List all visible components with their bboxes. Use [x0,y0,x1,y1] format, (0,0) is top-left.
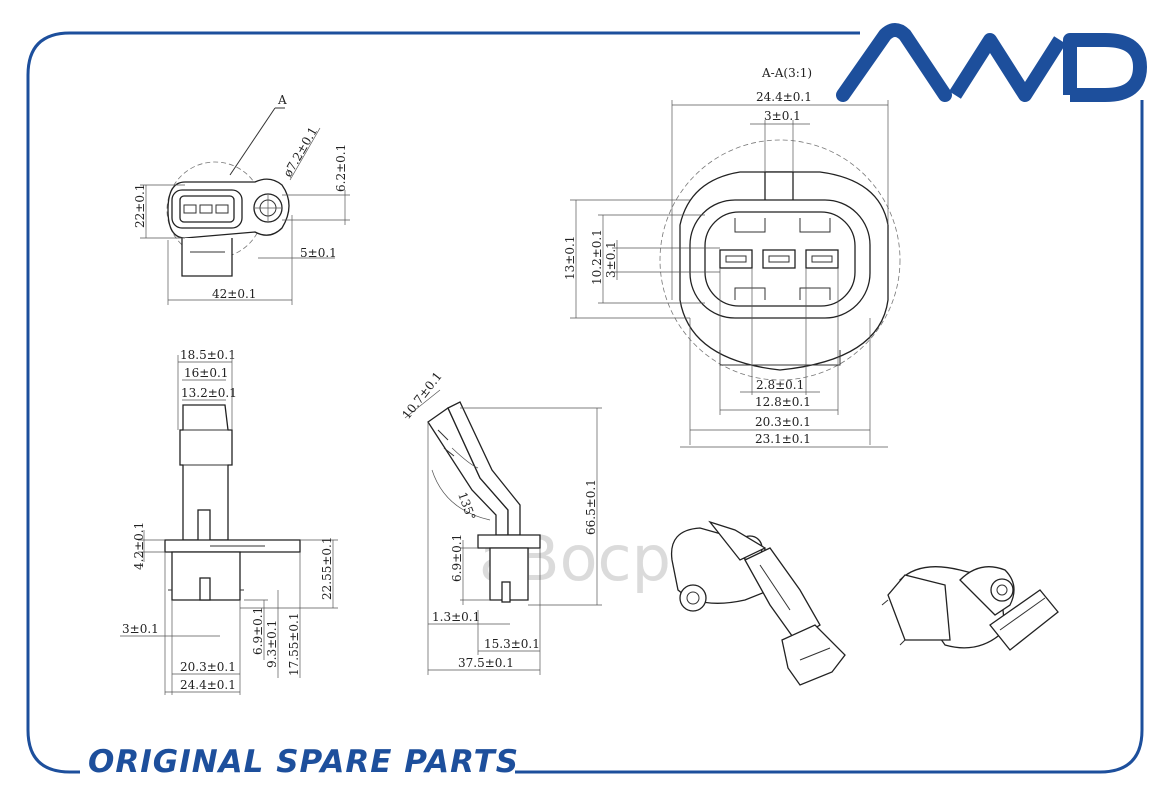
dim-18-5: 18.5±0.1 [180,348,236,362]
dim-9-3: 9.3±0.1 [265,620,279,668]
drawing-frame [26,31,1144,774]
dim-42: 42±0.1 [212,287,256,301]
dim-24-4-side: 24.4±0.1 [180,678,236,692]
dim-17-55: 17.55±0.1 [287,613,301,677]
dim-23-1: 23.1±0.1 [755,432,811,446]
dim-22: 22±0.1 [133,184,147,228]
amd-logo [836,23,1147,102]
dim-2-8: 2.8±0.1 [756,378,804,392]
dim-3-left: 3±0.1 [604,241,618,278]
dim-13-2: 13.2±0.1 [181,386,237,400]
section-title: A-A(3:1) [761,66,812,80]
dim-20-3: 20.3±0.1 [755,415,811,429]
profile-view: 135° 10.7±0.1 66.5±0.1 6.9±0.1 1.3±0.1 1… [399,369,602,675]
dim-12-8: 12.8±0.1 [755,395,811,409]
isometric-view-1 [670,520,846,686]
dim-16: 16±0.1 [184,366,228,380]
dim-15-3: 15.3±0.1 [484,637,540,651]
dim-3-side: 3±0.1 [122,622,159,636]
dim-6-2: 6.2±0.1 [334,144,348,192]
isometric-view-2 [881,566,1059,651]
dim-22-55: 22.55±0.1 [320,537,334,601]
dim-diameter: ø7.2±0.1 [280,124,320,179]
dim-66-5: 66.5±0.1 [584,479,598,535]
section-view: A-A(3:1) 24.4±0.1 3±0.1 13±0.1 10.2±0.1 [563,66,901,448]
dim-4-2: 4.2±0.1 [132,522,146,570]
dim-13: 13±0.1 [563,236,577,280]
dim-angle: 135° [455,490,478,522]
dim-6-9-profile: 6.9±0.1 [450,534,464,582]
dim-1-3: 1.3±0.1 [432,610,480,624]
front-view: A ø7.2±0.1 6.2±0.1 22±0.1 5±0.1 42±0.1 [133,93,350,305]
section-marker: A [277,93,287,107]
footer-text: ORIGINAL SPARE PARTS [88,744,520,780]
dim-37-5: 37.5±0.1 [458,656,514,670]
dim-24-4: 24.4±0.1 [756,90,812,104]
dim-6-9-side: 6.9±0.1 [251,607,265,655]
dim-20-3-side: 20.3±0.1 [180,660,236,674]
dim-3-top: 3±0.1 [764,109,801,123]
side-view: 18.5±0.1 16±0.1 13.2±0.1 4.2±0.1 22.55±0… [120,348,338,695]
dim-10-2: 10.2±0.1 [590,229,604,285]
dim-5: 5±0.1 [300,246,337,260]
dim-10-7: 10.7±0.1 [399,369,444,422]
